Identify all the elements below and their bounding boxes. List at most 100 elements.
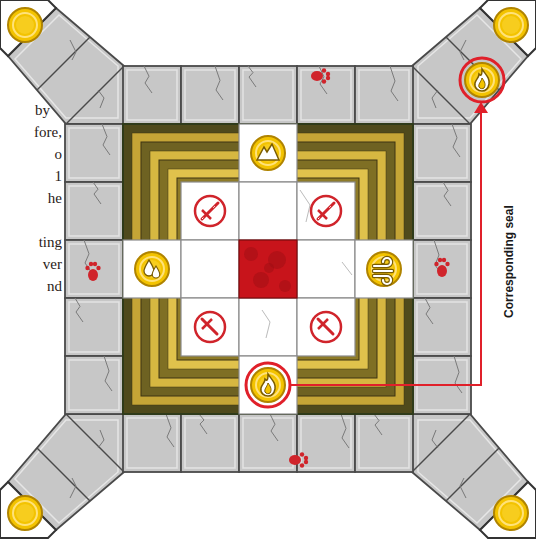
stone-tile	[355, 414, 413, 472]
paw-print	[322, 79, 326, 83]
paw-print	[304, 460, 308, 464]
stone-tile	[417, 302, 467, 352]
paw-print	[300, 452, 304, 456]
banned-weapon-icon	[318, 319, 328, 329]
cut-off-text: o	[55, 146, 63, 163]
stone-tile	[452, 124, 460, 157]
cross-cells	[181, 298, 239, 356]
pointer-arrow	[474, 102, 488, 113]
corner-coin	[8, 8, 42, 42]
seal-mountain	[257, 144, 279, 160]
corner-coin	[502, 16, 520, 34]
corner-coin	[494, 496, 528, 530]
paw-print	[326, 72, 330, 76]
seal-fire	[251, 368, 285, 402]
seal-fire	[470, 68, 494, 92]
corner-arm	[37, 37, 90, 90]
banned-weapon-icon	[195, 312, 225, 342]
cross-cells	[239, 356, 297, 414]
banned-weapon-icon	[195, 312, 225, 342]
stone-tile	[65, 124, 123, 182]
corner-coin	[502, 504, 520, 522]
stone-tile	[65, 356, 123, 414]
paw-print	[311, 71, 323, 81]
stone-tile	[65, 356, 123, 414]
stone-tile	[69, 302, 119, 352]
golden-pyramid	[123, 124, 413, 414]
red-center	[279, 280, 291, 292]
stone-tile	[123, 66, 181, 124]
cross-cells	[297, 182, 355, 240]
corner-arm	[0, 0, 124, 124]
stone-tile	[301, 418, 351, 468]
corner-coin	[16, 16, 34, 34]
callout-label: Corresponding seal	[502, 206, 515, 319]
seal-fire	[465, 63, 499, 97]
paw-print	[89, 262, 93, 266]
banned-weapon-icon	[311, 196, 341, 226]
stone-tile	[413, 298, 471, 356]
corner-coin	[494, 8, 528, 42]
corner-arm	[37, 448, 90, 501]
corner-arm	[412, 414, 536, 538]
cross-cells	[239, 298, 297, 356]
stone-tile	[65, 182, 123, 240]
banned-weapon-icon	[202, 319, 212, 329]
stone-tile	[297, 66, 355, 124]
banned-weapon-icon	[202, 203, 218, 219]
paw-print	[322, 68, 326, 72]
stone-tile	[425, 298, 433, 324]
cut-off-text: 1	[55, 168, 63, 185]
paw-print	[434, 258, 449, 277]
stone-tile	[413, 182, 471, 240]
stone-tile	[69, 360, 119, 410]
seal-mountain	[251, 136, 285, 170]
cross-cells	[181, 240, 239, 298]
corner-coin	[16, 504, 34, 522]
stone-tile	[123, 66, 181, 124]
stone-tile	[355, 414, 413, 472]
stone-tile	[104, 356, 112, 391]
paw-print	[93, 262, 97, 266]
seal-water	[152, 266, 160, 278]
stone-tile	[215, 66, 223, 100]
stone-tile	[65, 240, 123, 298]
cut-off-text: fore,	[34, 124, 62, 141]
banned-weapon-icon	[318, 203, 334, 219]
cross-cells	[123, 124, 413, 414]
corner-coin	[499, 13, 523, 37]
stone-tile	[185, 70, 235, 120]
golden-pyramid	[168, 169, 368, 369]
cross-cells	[181, 182, 239, 240]
seal-fire	[256, 373, 280, 397]
cut-off-text: ting	[39, 234, 62, 251]
stone-tile	[297, 66, 355, 124]
stone-tile	[199, 414, 207, 434]
stone-tile	[413, 240, 471, 298]
seal-water	[135, 252, 169, 286]
paw-print	[300, 463, 304, 467]
stone-tile	[297, 414, 355, 472]
corner-arm	[412, 8, 528, 124]
corner-arm	[70, 430, 104, 498]
stone-tile	[297, 414, 355, 472]
seal-water	[143, 260, 161, 278]
paw-print	[289, 455, 301, 465]
paw-print	[96, 266, 100, 270]
paw-print	[289, 452, 308, 467]
seal-fire	[479, 78, 485, 89]
cross-cells	[297, 240, 355, 298]
paw-print	[85, 262, 100, 281]
banned-weapon-icon	[318, 203, 334, 219]
golden-pyramid	[150, 151, 386, 387]
stone-tile	[413, 240, 471, 298]
cross-cells	[262, 190, 352, 338]
seal-highlight	[246, 58, 504, 407]
seal-wind	[367, 252, 401, 286]
seal-mountain	[256, 141, 280, 165]
stone-tile	[185, 418, 235, 468]
stone-tile	[93, 182, 101, 204]
banned-weapon-icon	[311, 196, 341, 226]
banned-weapon-icon	[318, 319, 333, 334]
